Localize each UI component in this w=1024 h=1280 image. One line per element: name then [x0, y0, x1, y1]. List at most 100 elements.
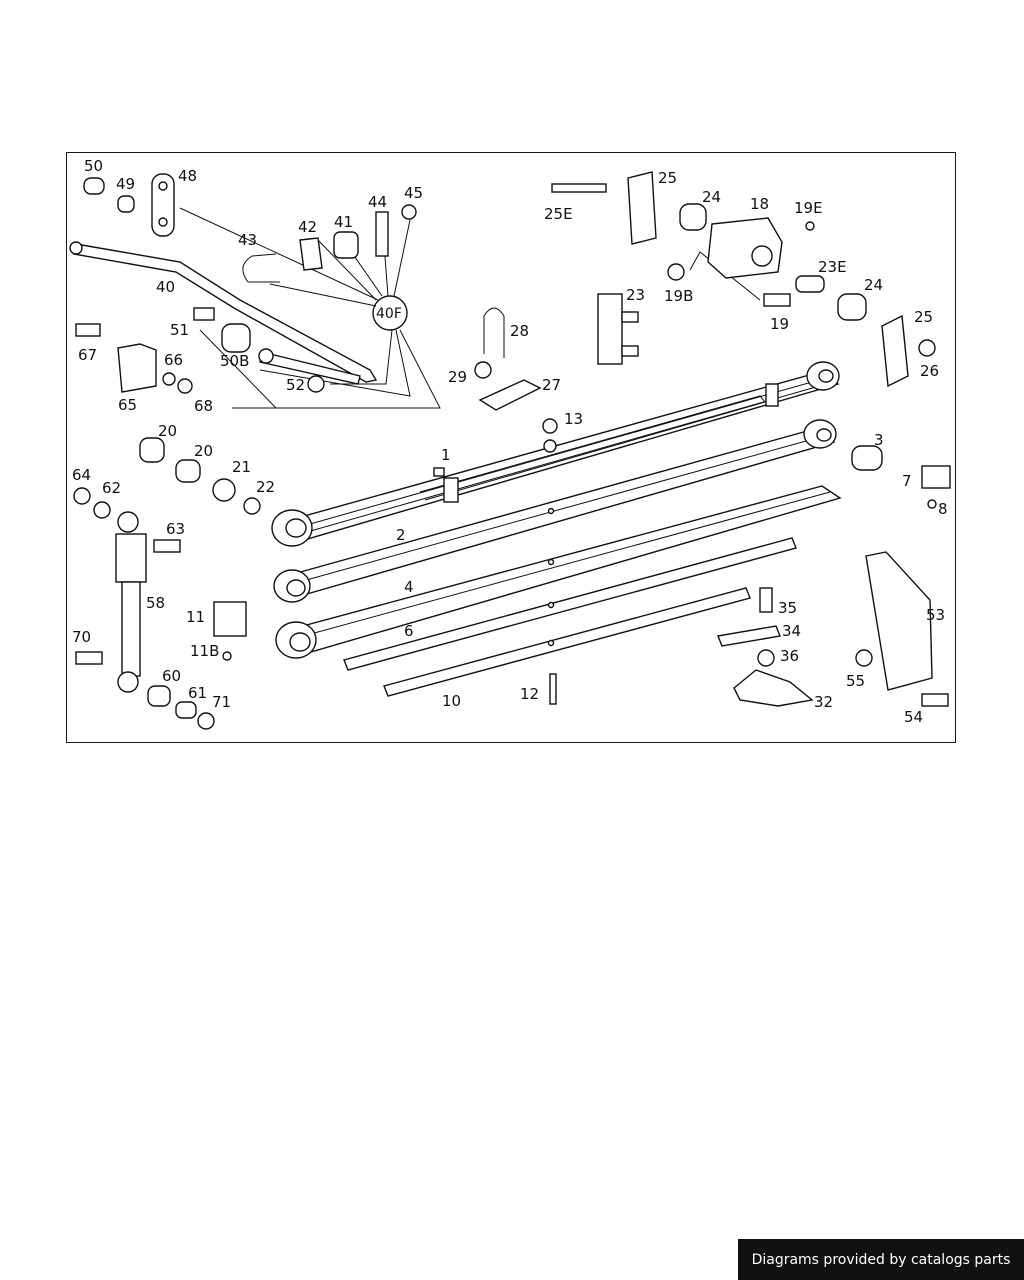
- nut-29[interactable]: [474, 361, 492, 379]
- shock-absorber-58[interactable]: [115, 511, 147, 693]
- bushing-50[interactable]: [83, 177, 105, 195]
- callout-10: 10: [442, 692, 461, 710]
- bolt-12[interactable]: [549, 673, 557, 705]
- nut-13[interactable]: [542, 418, 558, 453]
- callout-25E: 25E: [544, 205, 573, 223]
- bushing-3[interactable]: [851, 445, 883, 471]
- callout-52: 52: [286, 376, 305, 394]
- washer-66[interactable]: [162, 372, 176, 386]
- callout-68: 68: [194, 397, 213, 415]
- nut-36[interactable]: [757, 649, 775, 667]
- bracket-18[interactable]: [707, 217, 783, 279]
- bolt-19[interactable]: [763, 293, 791, 307]
- shackle-plate-25b[interactable]: [881, 314, 909, 388]
- callout-58: 58: [146, 594, 165, 612]
- callout-24b: 24: [864, 276, 883, 294]
- leaf-6[interactable]: [343, 537, 797, 671]
- callout-70: 70: [72, 628, 91, 646]
- shackle-plate-25a[interactable]: [627, 171, 657, 245]
- nut-55[interactable]: [855, 649, 873, 667]
- bushing-20b[interactable]: [175, 459, 201, 483]
- pad-27[interactable]: [478, 379, 542, 411]
- screw-8[interactable]: [927, 499, 937, 509]
- callout-65: 65: [118, 396, 137, 414]
- callout-53: 53: [926, 606, 945, 624]
- bushing-41[interactable]: [333, 231, 359, 259]
- bushing-20a[interactable]: [139, 437, 165, 463]
- nut-68[interactable]: [177, 378, 193, 394]
- stabilizer-bar-40[interactable]: [69, 241, 378, 383]
- bushing-50B-part[interactable]: [221, 323, 251, 353]
- bolt-67[interactable]: [75, 323, 101, 337]
- callout-61: 61: [188, 684, 207, 702]
- leaf-spring-2[interactable]: [273, 419, 837, 603]
- nut-52[interactable]: [307, 375, 325, 393]
- callout-42: 42: [298, 218, 317, 236]
- bracket-53[interactable]: [865, 551, 933, 691]
- bracket-44[interactable]: [375, 211, 389, 257]
- bushing-60[interactable]: [147, 685, 171, 707]
- callout-4: 4: [404, 578, 414, 596]
- callout-20a: 20: [158, 422, 177, 440]
- nut-64[interactable]: [73, 487, 91, 505]
- bolt-54[interactable]: [921, 693, 949, 707]
- bracket-65[interactable]: [117, 343, 157, 393]
- bolt-25E[interactable]: [551, 183, 607, 193]
- pin-23E[interactable]: [795, 275, 825, 293]
- nut-22[interactable]: [243, 497, 261, 515]
- plate-34[interactable]: [717, 625, 781, 647]
- u-bolt-28[interactable]: [483, 307, 505, 358]
- washer-62[interactable]: [93, 501, 111, 519]
- spacer-61[interactable]: [175, 701, 197, 719]
- callout-6: 6: [404, 622, 414, 640]
- callout-11: 11: [186, 608, 205, 626]
- callout-22: 22: [256, 478, 275, 496]
- callout-40F: 40F: [376, 306, 402, 322]
- callout-41: 41: [334, 213, 353, 231]
- u-bolt-43[interactable]: [242, 253, 280, 283]
- leaf-10[interactable]: [383, 587, 751, 697]
- callout-27: 27: [542, 376, 561, 394]
- clip-11[interactable]: [213, 601, 247, 637]
- washer-21[interactable]: [212, 478, 236, 502]
- bushing-24b[interactable]: [837, 293, 867, 321]
- nut-45[interactable]: [401, 204, 417, 220]
- callout-66: 66: [164, 351, 183, 369]
- nut-19B[interactable]: [667, 263, 685, 281]
- circle-40F[interactable]: 40F: [372, 295, 408, 331]
- callout-40: 40: [156, 278, 175, 296]
- callout-3: 3: [874, 431, 884, 449]
- bushing-49[interactable]: [117, 195, 135, 213]
- callout-19E: 19E: [794, 199, 823, 217]
- bolt-35[interactable]: [759, 587, 773, 613]
- callout-36: 36: [780, 647, 799, 665]
- bolt-70[interactable]: [75, 651, 103, 665]
- clip-7[interactable]: [921, 465, 951, 489]
- leaf-spring-1[interactable]: [271, 361, 840, 547]
- bushing-24a[interactable]: [679, 203, 707, 231]
- bolt-63[interactable]: [153, 539, 181, 553]
- bracket-32[interactable]: [733, 669, 814, 707]
- callout-49: 49: [116, 175, 135, 193]
- nut-71[interactable]: [197, 712, 215, 730]
- link-plate-48[interactable]: [151, 173, 175, 237]
- callout-23E: 23E: [818, 258, 847, 276]
- callout-45: 45: [404, 184, 423, 202]
- footer-credit: Diagrams provided by catalogs parts: [738, 1239, 1024, 1280]
- callout-55: 55: [846, 672, 865, 690]
- callout-26: 26: [920, 362, 939, 380]
- callout-71: 71: [212, 693, 231, 711]
- pin-19E[interactable]: [805, 221, 815, 231]
- bolt-51[interactable]: [193, 307, 215, 321]
- nut-26[interactable]: [918, 339, 936, 357]
- shackle-23[interactable]: [597, 293, 639, 365]
- clamp-42[interactable]: [299, 237, 323, 271]
- callout-7: 7: [902, 472, 912, 490]
- callout-60: 60: [162, 667, 181, 685]
- callout-43: 43: [238, 231, 257, 249]
- callout-19B: 19B: [664, 287, 693, 305]
- leaf-spring-4[interactable]: [275, 485, 842, 659]
- callout-44: 44: [368, 193, 387, 211]
- screw-11B[interactable]: [222, 651, 232, 661]
- callout-25b: 25: [914, 308, 933, 326]
